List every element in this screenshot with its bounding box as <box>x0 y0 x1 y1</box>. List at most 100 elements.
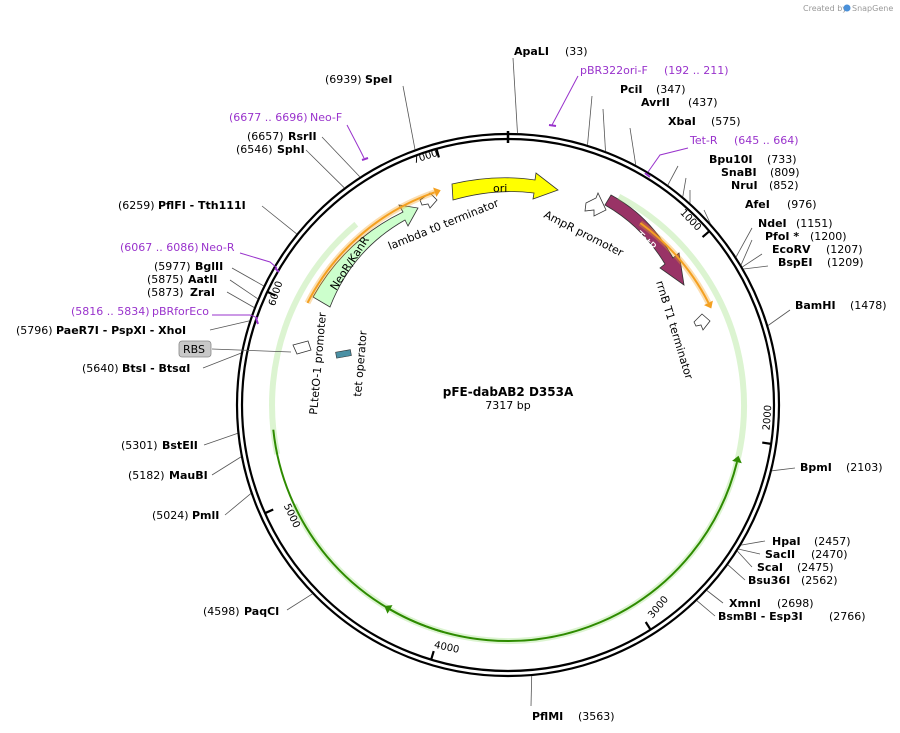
site-pos-nrui: (852) <box>769 179 799 192</box>
site-pos-bsmbi: (2766) <box>829 610 866 623</box>
tet-operator-label: tet operator <box>351 330 370 398</box>
ampr-promoter-icon[interactable] <box>584 191 607 217</box>
primer-name-tet-r[interactable]: Tet-R <box>689 134 718 147</box>
site-leader <box>530 675 533 707</box>
neokan-arrow[interactable] <box>312 204 419 308</box>
site-name-bsmbi[interactable]: BsmBI - Esp3I <box>718 610 803 623</box>
site-name-hpai[interactable]: HpaI <box>772 535 801 548</box>
site-name-ndei[interactable]: NdeI <box>758 217 787 230</box>
primer-name-neo-r[interactable]: Neo-R <box>201 241 235 254</box>
site-leader <box>727 564 746 581</box>
site-pos-avrii: (437) <box>688 96 718 109</box>
site-leader <box>226 291 255 308</box>
site-leader <box>706 590 724 604</box>
rrnb-terminator-icon[interactable] <box>693 313 711 331</box>
site-pos-bsu36i: (2562) <box>801 574 838 587</box>
site-pos-xbai: (575) <box>711 115 741 128</box>
snapgene-logo-icon <box>843 4 851 12</box>
site-pos-paqci: (4598) <box>203 605 240 618</box>
site-pos-pmli: (5024) <box>152 509 189 522</box>
orange-arc-right <box>639 222 710 304</box>
tetr-arrow[interactable] <box>604 194 685 286</box>
site-name-bspei[interactable]: BspEI <box>778 256 812 269</box>
site-name-pmli[interactable]: PmlI <box>192 509 219 522</box>
site-leader <box>740 239 753 266</box>
site-name-snabi[interactable]: SnaBI <box>721 166 757 179</box>
site-name-btsi[interactable]: BtsI - BtsαI <box>122 362 190 375</box>
site-pos-rsrii: (6657) <box>247 130 284 143</box>
site-name-scai[interactable]: ScaI <box>757 561 783 574</box>
ori-arrow[interactable] <box>451 172 559 201</box>
site-name-sphi[interactable]: SphI <box>277 143 305 156</box>
site-leader <box>203 433 238 446</box>
site-name-bpu10i[interactable]: Bpu10I <box>709 153 753 166</box>
site-pos-paer7i: (5796) <box>16 324 53 337</box>
primer-range-tet-r: (645 .. 664) <box>734 134 799 147</box>
site-name-bsu36i[interactable]: Bsu36I <box>748 574 790 587</box>
site-leader <box>735 227 753 258</box>
site-leader <box>696 600 716 617</box>
site-name-xmni[interactable]: XmnI <box>729 597 761 610</box>
site-leader <box>587 95 593 145</box>
site-name-aatii[interactable]: AatII <box>188 273 217 286</box>
primer-name-pbrforeco[interactable]: pBRforEco <box>152 305 209 318</box>
site-name-pflmi[interactable]: PflMI <box>532 710 563 723</box>
site-leader <box>211 456 242 476</box>
site-leader <box>738 548 761 555</box>
ruler-tick <box>701 230 711 238</box>
primer-name-pbr322ori-f[interactable]: pBR322ori-F <box>580 64 648 77</box>
rbs-leader <box>211 348 292 353</box>
ruler-tick <box>264 508 274 515</box>
rbs-label: RBS <box>183 343 205 356</box>
site-pos-pfoi: (1200) <box>810 230 847 243</box>
site-name-bpmi[interactable]: BpmI <box>800 461 832 474</box>
site-name-paqci[interactable]: PaqCI <box>244 605 279 618</box>
site-name-rsrii[interactable]: RsrII <box>288 130 317 143</box>
site-pos-maubi: (5182) <box>128 469 165 482</box>
site-leader <box>602 108 606 152</box>
rbs-badge[interactable] <box>178 340 212 358</box>
site-name-pcii[interactable]: PciI <box>620 83 642 96</box>
green-arrowhead-large <box>732 455 742 464</box>
site-name-afei[interactable]: AfeI <box>745 198 770 211</box>
rrnb-terminator-label: rrnB T1 terminator <box>653 279 695 381</box>
tet-operator-icon[interactable] <box>335 349 352 359</box>
site-name-zrai[interactable]: ZraI <box>190 286 215 299</box>
primer-labels: pBR322ori-F (192 .. 211) Tet-R (645 .. 6… <box>71 64 799 318</box>
ruler-tick <box>266 290 276 297</box>
site-pos-btsi: (5640) <box>82 362 119 375</box>
primer-range-pbr322ori-f: (192 .. 211) <box>664 64 729 77</box>
orange-arrowhead-right <box>704 300 713 309</box>
site-pos-bamhi: (1478) <box>850 299 887 312</box>
primer-name-neo-f[interactable]: Neo-F <box>310 111 342 124</box>
green-arrowhead-lower <box>384 605 393 614</box>
site-leader <box>741 540 766 546</box>
site-name-apali[interactable]: ApaLI <box>514 45 549 58</box>
site-name-maubi[interactable]: MauBI <box>169 469 208 482</box>
site-name-paer7i[interactable]: PaeR7I - PspXI - XhoI <box>56 324 186 337</box>
tick-label-4000: 4000 <box>433 640 460 656</box>
site-pos-bglii: (5977) <box>154 260 191 273</box>
site-name-bglii[interactable]: BglII <box>195 260 223 273</box>
site-leader <box>229 279 258 300</box>
site-name-bsteii[interactable]: BstEII <box>162 439 198 452</box>
leader-lines <box>202 57 796 707</box>
site-name-xbai[interactable]: XbaI <box>668 115 696 128</box>
site-name-nrui[interactable]: NruI <box>731 179 758 192</box>
ruler-tick <box>644 621 652 631</box>
site-name-spei[interactable]: SpeI <box>365 73 392 86</box>
site-leader <box>703 209 711 224</box>
site-name-ecorv[interactable]: EcoRV <box>772 243 811 256</box>
arc-halo <box>269 221 359 455</box>
pltet-promoter-icon[interactable] <box>292 340 312 355</box>
site-name-bamhi[interactable]: BamHI <box>795 299 836 312</box>
site-name-sacii[interactable]: SacII <box>765 548 795 561</box>
pltet-promoter-label: PLtetO-1 promoter <box>307 311 329 415</box>
site-name-pflfi[interactable]: PflFI - Tth111I <box>158 199 246 212</box>
site-name-avrii[interactable]: AvrII <box>641 96 670 109</box>
site-pos-afei: (976) <box>787 198 817 211</box>
site-name-pfoi[interactable]: PfoI * <box>765 230 799 243</box>
site-leader <box>305 149 345 189</box>
credit-brand: SnapGene <box>852 4 893 13</box>
site-pos-sacii: (2470) <box>811 548 848 561</box>
